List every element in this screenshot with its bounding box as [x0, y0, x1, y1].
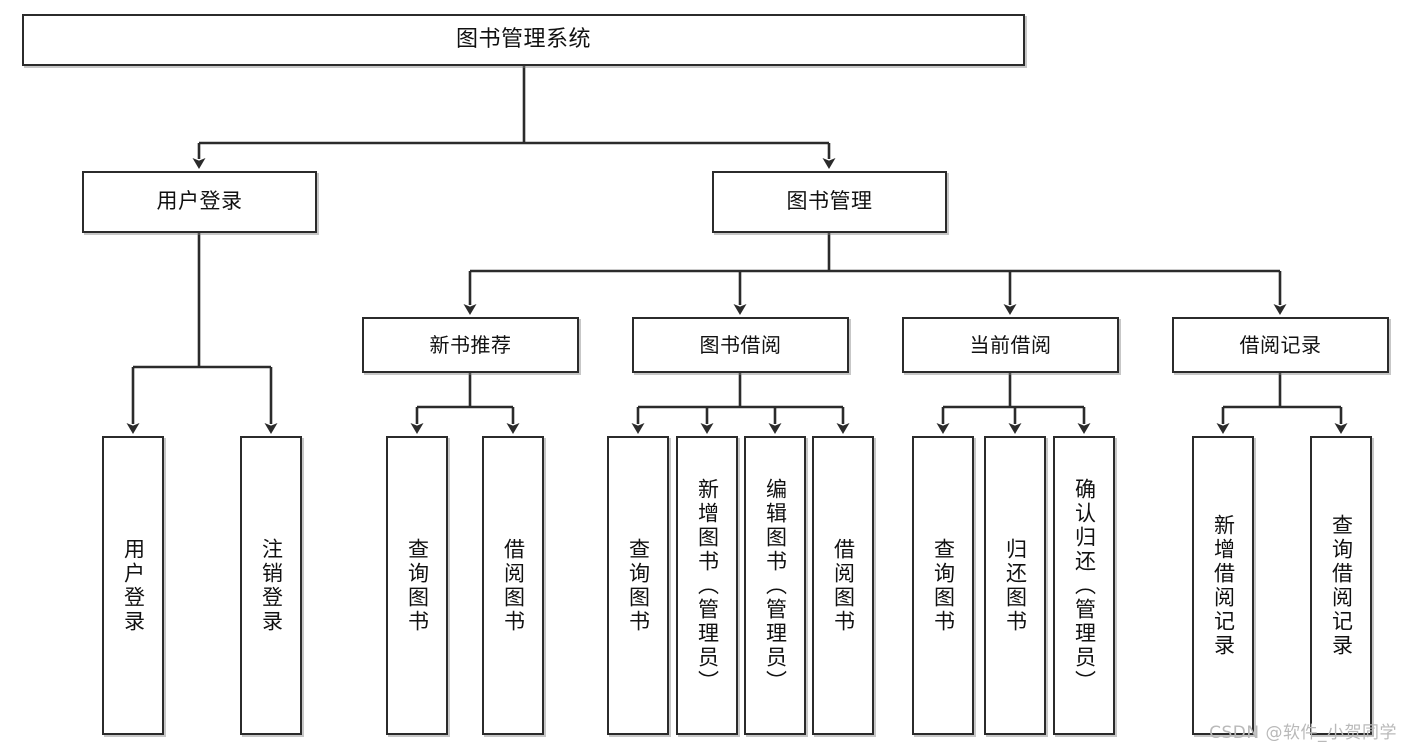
- leaf-confirm-return-label: 确认归还（管理员）: [1072, 477, 1097, 694]
- leaf-user-login-label: 用户登录: [121, 537, 146, 634]
- node-book-borrow-label: 图书借阅: [699, 332, 782, 357]
- leaf-borrow-book-1[interactable]: 借阅图书: [482, 436, 544, 735]
- connector-bus: [470, 233, 1280, 273]
- node-borrow-record-label: 借阅记录: [1239, 332, 1322, 357]
- leaf-return-book[interactable]: 归还图书: [984, 436, 1046, 735]
- connector-bus: [417, 373, 513, 409]
- leaf-borrow-book-2-label: 借阅图书: [831, 537, 856, 634]
- leaf-query-record-label: 查询借阅记录: [1329, 513, 1354, 658]
- node-book-manage-label: 图书管理: [786, 189, 873, 214]
- node-new-book-rec-label: 新书推荐: [429, 332, 512, 357]
- connector-bus: [1223, 373, 1341, 409]
- leaf-user-login[interactable]: 用户登录: [102, 436, 164, 735]
- connector-bus: [943, 373, 1084, 409]
- node-current-borrow[interactable]: 当前借阅: [902, 317, 1119, 373]
- connector-bus: [638, 373, 843, 409]
- node-root[interactable]: 图书管理系统: [22, 14, 1025, 66]
- leaf-user-logout[interactable]: 注销登录: [240, 436, 302, 735]
- watermark: CSDN @软件_小贺同学: [1209, 723, 1397, 743]
- leaf-query-book-1-label: 查询图书: [405, 537, 430, 634]
- node-current-borrow-label: 当前借阅: [969, 332, 1052, 357]
- leaf-borrow-book-2[interactable]: 借阅图书: [812, 436, 874, 735]
- node-book-manage[interactable]: 图书管理: [712, 171, 947, 233]
- leaf-user-logout-label: 注销登录: [259, 537, 284, 634]
- leaf-query-book-1[interactable]: 查询图书: [386, 436, 448, 735]
- leaf-query-book-2-label: 查询图书: [626, 537, 651, 634]
- leaf-query-book-2[interactable]: 查询图书: [607, 436, 669, 735]
- node-user-login-label: 用户登录: [156, 189, 243, 214]
- node-root-label: 图书管理系统: [455, 26, 591, 52]
- connector-bus: [199, 66, 829, 145]
- leaf-confirm-return[interactable]: 确认归还（管理员）: [1053, 436, 1115, 735]
- node-new-book-rec[interactable]: 新书推荐: [362, 317, 579, 373]
- node-user-login[interactable]: 用户登录: [82, 171, 317, 233]
- leaf-add-record-label: 新增借阅记录: [1211, 513, 1236, 658]
- leaf-return-book-label: 归还图书: [1003, 537, 1028, 634]
- leaf-edit-book[interactable]: 编辑图书（管理员）: [744, 436, 806, 735]
- node-book-borrow[interactable]: 图书借阅: [632, 317, 849, 373]
- leaf-borrow-book-1-label: 借阅图书: [501, 537, 526, 634]
- leaf-query-book-3-label: 查询图书: [931, 537, 956, 634]
- leaf-add-book-label: 新增图书（管理员）: [695, 477, 720, 694]
- leaf-add-record[interactable]: 新增借阅记录: [1192, 436, 1254, 735]
- connector-bus: [133, 233, 271, 369]
- leaf-add-book[interactable]: 新增图书（管理员）: [676, 436, 738, 735]
- node-borrow-record[interactable]: 借阅记录: [1172, 317, 1389, 373]
- leaf-query-book-3[interactable]: 查询图书: [912, 436, 974, 735]
- leaf-query-record[interactable]: 查询借阅记录: [1310, 436, 1372, 735]
- leaf-edit-book-label: 编辑图书（管理员）: [763, 477, 788, 694]
